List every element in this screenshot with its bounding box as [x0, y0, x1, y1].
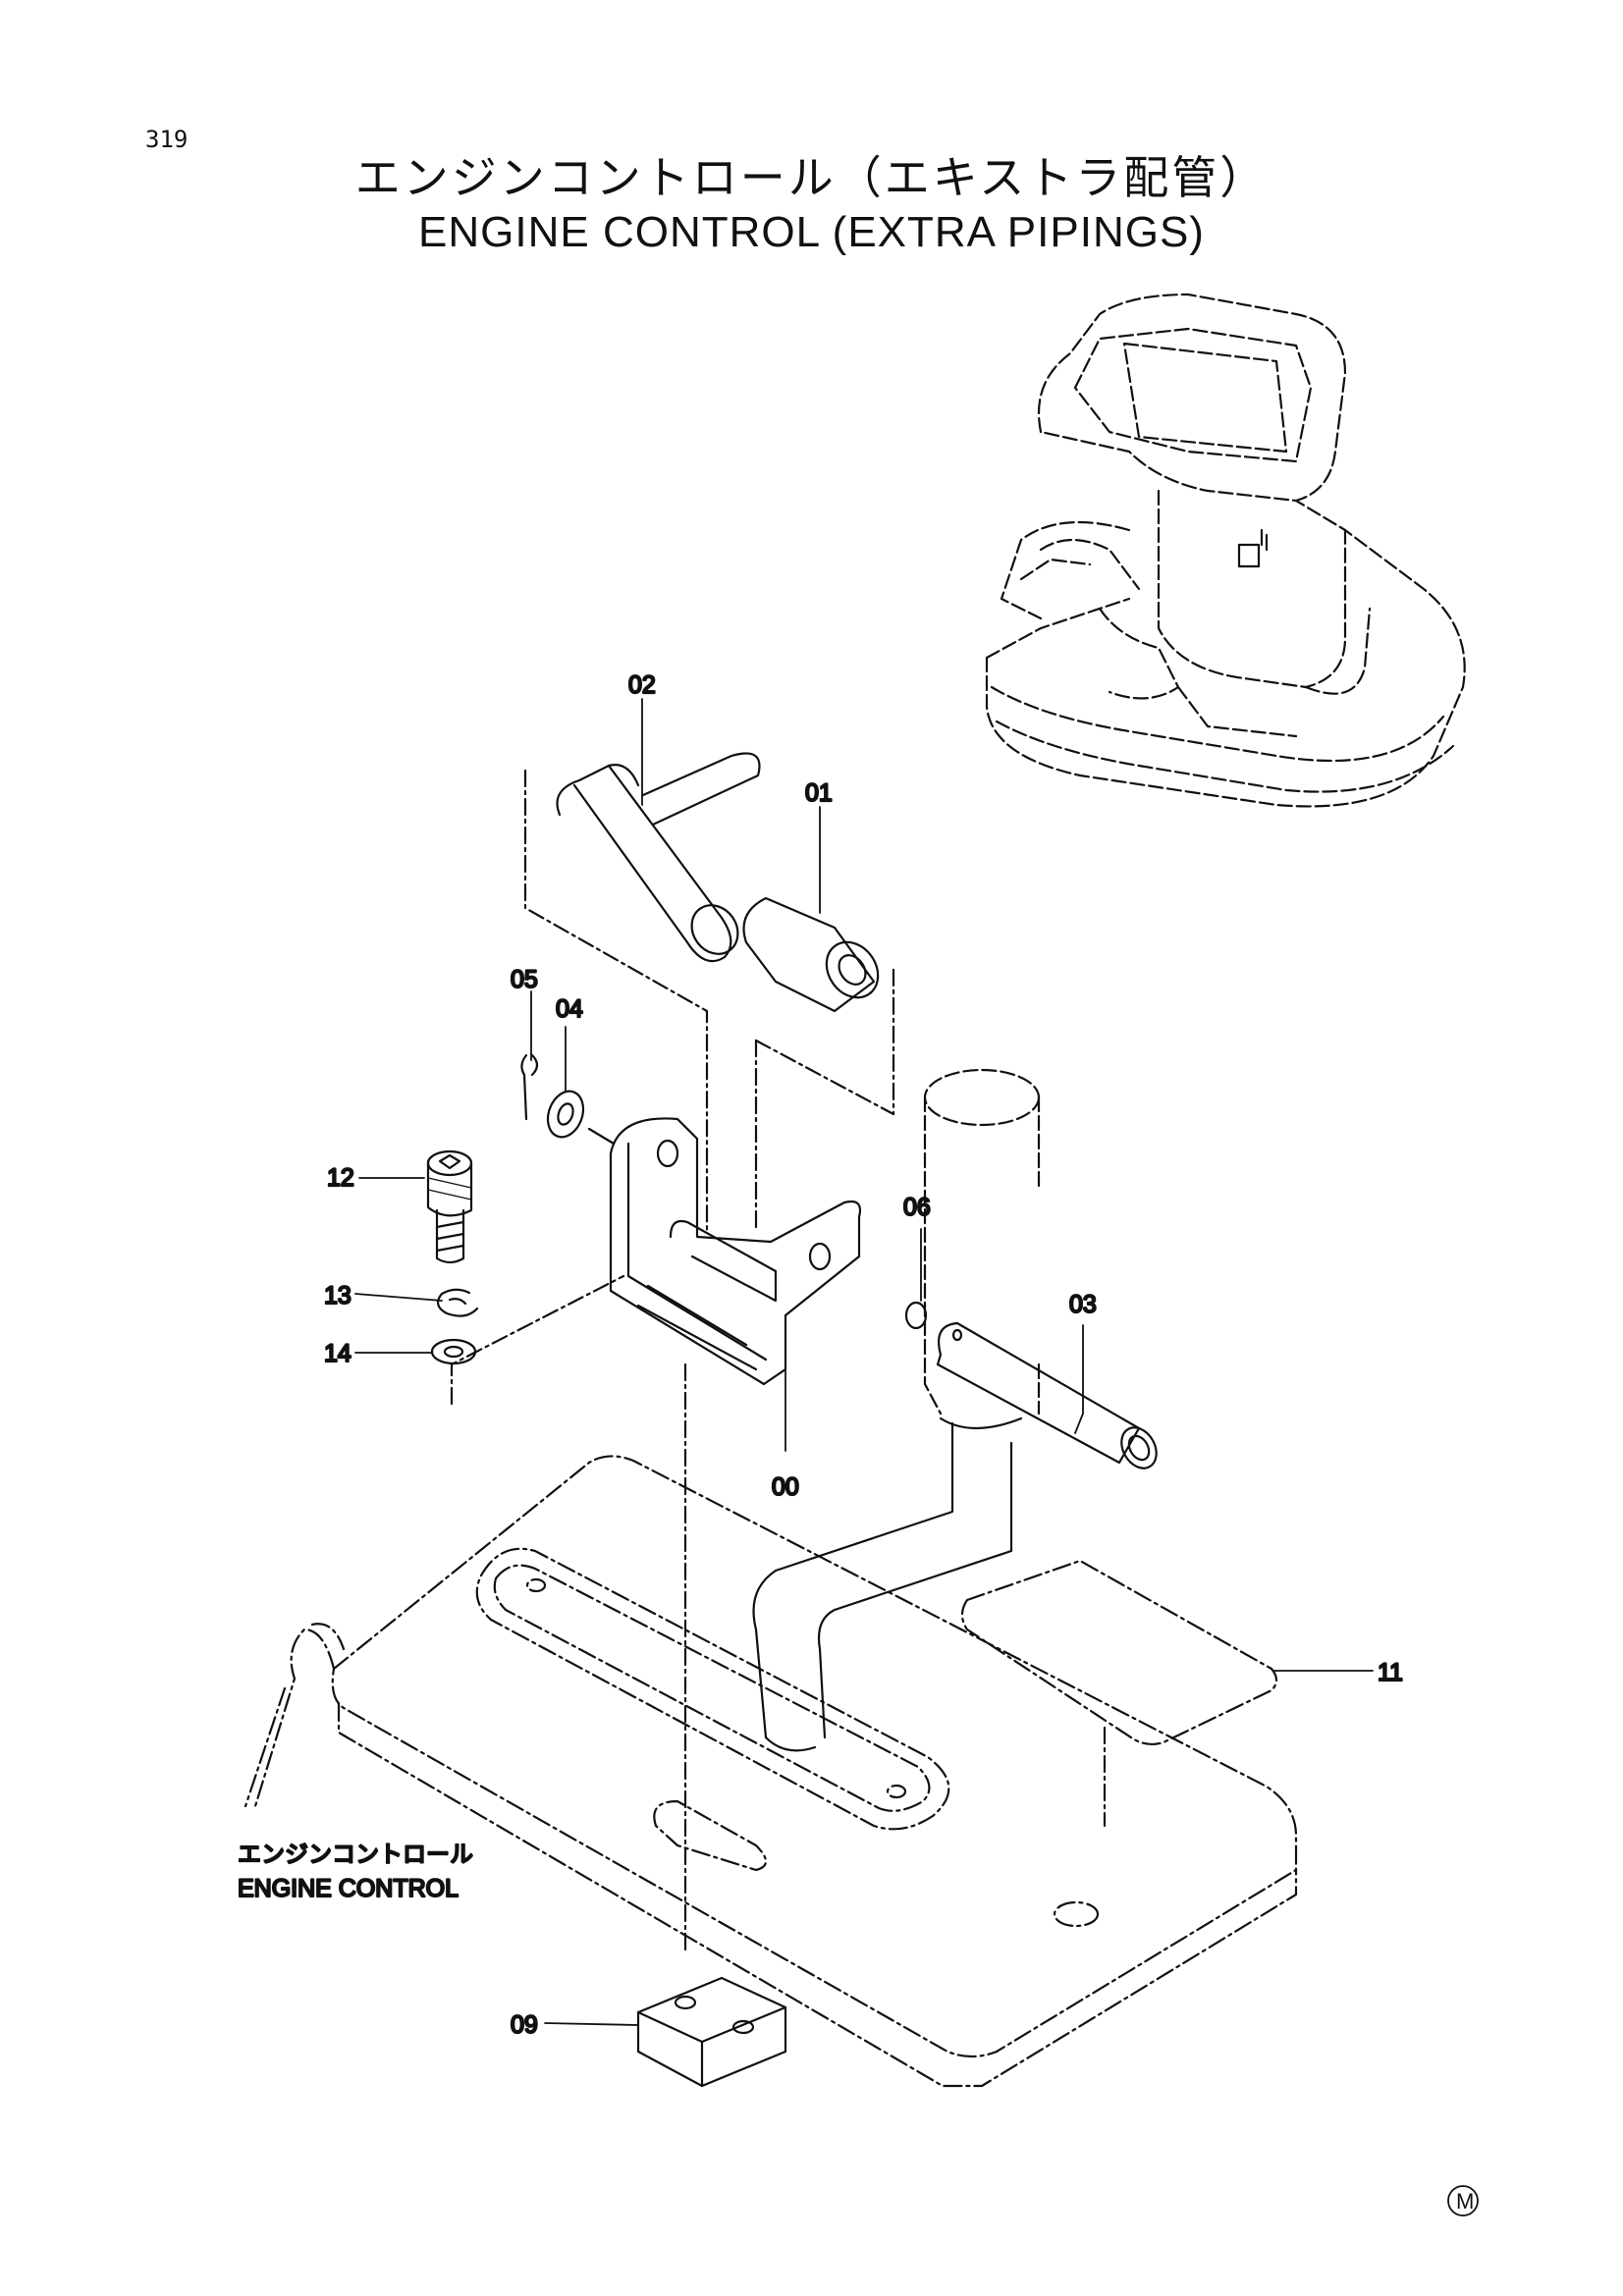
part-00-bracket: [609, 1117, 862, 1386]
subassembly-label-english: ENGINE CONTROL: [238, 1875, 459, 1902]
base-plate: [243, 1455, 1298, 2088]
part-02-grip: [556, 752, 761, 963]
part-12-socket-bolt: [426, 1149, 473, 1264]
part-03-pin: [936, 1321, 1158, 1469]
callout-09: 09: [511, 2011, 538, 2039]
part-06-o-ring: [904, 1301, 928, 1330]
part-04-washer: [546, 1090, 616, 1146]
page-title-japanese: エンジンコントロール（エキストラ配管）: [354, 151, 1269, 204]
lever-post: [752, 1068, 1041, 1752]
svg-text:M: M: [1456, 2189, 1474, 2214]
callout-14: 14: [324, 1340, 352, 1367]
callout-11: 11: [1378, 1659, 1403, 1686]
part-05-cotter-pin: [520, 1053, 539, 1121]
part-13-spring-washer: [436, 1288, 479, 1317]
callout-03: 03: [1069, 1291, 1097, 1318]
assembly-guide-lines: [450, 769, 1107, 1955]
leader-lines: [354, 698, 1374, 2026]
machine-overview-illustration: [985, 293, 1466, 808]
part-01-sleeve: [742, 896, 880, 1013]
callout-05: 05: [511, 966, 538, 993]
part-09-block: [636, 1976, 787, 2088]
machine-overview-detail: [1237, 528, 1269, 568]
callout-00: 00: [772, 1473, 799, 1501]
page-title-english: ENGINE CONTROL (EXTRA PIPINGS): [418, 208, 1205, 256]
subassembly-label-japanese: エンジンコントロール: [238, 1841, 473, 1868]
footer-circled-mark: M: [1447, 2185, 1479, 2216]
callout-01: 01: [805, 779, 833, 807]
page-number: 319: [145, 126, 189, 153]
callout-12: 12: [327, 1164, 354, 1192]
callout-13: 13: [324, 1282, 352, 1309]
callout-04: 04: [556, 995, 583, 1023]
callout-02: 02: [628, 671, 656, 699]
part-14-washer: [430, 1338, 477, 1365]
callout-06: 06: [903, 1194, 931, 1221]
